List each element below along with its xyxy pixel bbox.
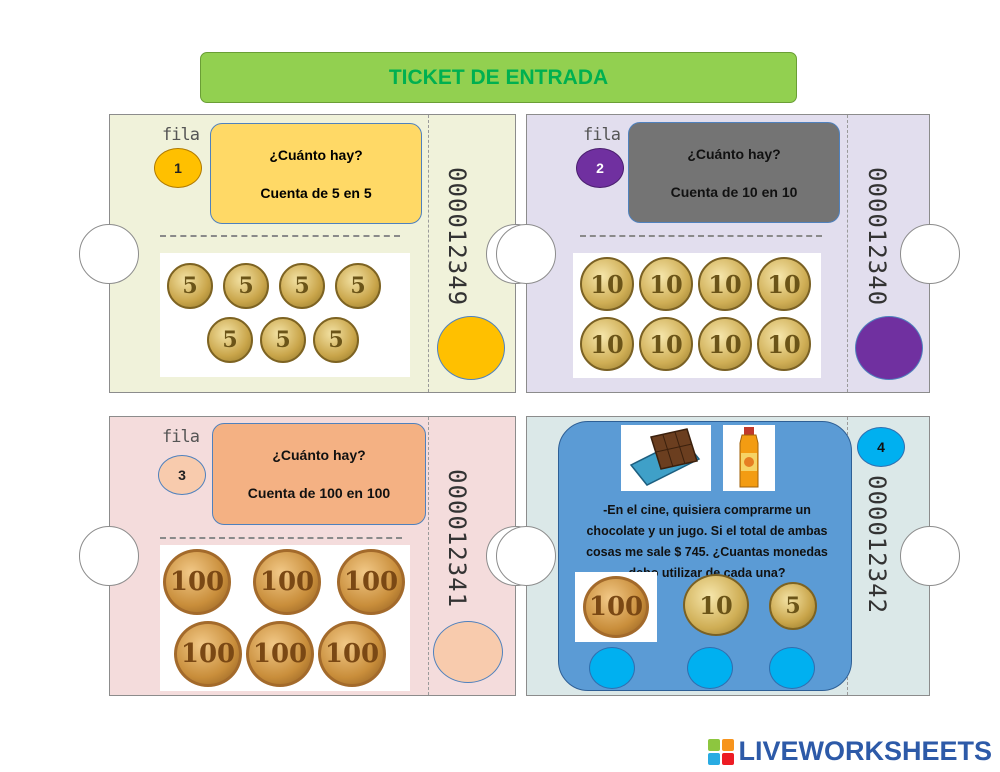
logo-grid-icon [708, 738, 735, 765]
answer-circle-10[interactable] [687, 647, 733, 689]
coin-5: 5 [313, 317, 359, 363]
answer-circle-100[interactable] [589, 647, 635, 689]
coin-5: 5 [260, 317, 306, 363]
row-label: fila [583, 125, 621, 145]
coin-100: 100 [246, 621, 314, 687]
coin-panel: 5 5 5 5 5 5 5 [160, 253, 410, 377]
instruction-text: Cuenta de 10 en 10 [670, 183, 798, 200]
ticket-notch [79, 223, 139, 284]
coin-10: 10 [639, 317, 693, 371]
coin-panel: 100 100 100 100 100 100 [160, 545, 410, 691]
page-title: TICKET DE ENTRADA [388, 65, 609, 89]
juice-image [723, 425, 775, 491]
coin-100: 100 [337, 549, 405, 615]
question-box: ¿Cuánto hay? Cuenta de 100 en 100 [212, 423, 426, 525]
coin-5: 5 [167, 263, 213, 309]
coin-10: 10 [757, 257, 811, 311]
question-text: ¿Cuánto hay? [687, 145, 781, 162]
question-text: ¿Cuánto hay? [269, 146, 363, 163]
coin-panel: 10 10 10 10 10 10 10 10 [573, 253, 821, 378]
coin-10: 10 [580, 317, 634, 371]
story-panel: -En el cine, quisiera comprarme un choco… [558, 421, 852, 691]
coin-100: 100 [253, 549, 321, 615]
coin-100: 100 [174, 621, 242, 687]
answer-circle[interactable] [433, 621, 503, 683]
ticket-number-badge: 1 [154, 148, 202, 188]
serial-number: 000012340 [863, 167, 891, 307]
question-box: ¿Cuánto hay? Cuenta de 10 en 10 [628, 122, 840, 223]
ticket-notch [496, 223, 556, 284]
chocolate-image [621, 425, 711, 491]
question-box: ¿Cuánto hay? Cuenta de 5 en 5 [210, 123, 422, 224]
coin-5: 5 [223, 263, 269, 309]
coin-5: 5 [335, 263, 381, 309]
coin-100: 100 [163, 549, 231, 615]
coin-5: 5 [207, 317, 253, 363]
ticket-number-badge: 2 [576, 148, 624, 188]
story-text: -En el cine, quisiera comprarme un choco… [586, 503, 828, 580]
coin-10: 10 [580, 257, 634, 311]
serial-number: 000012342 [863, 475, 891, 615]
ticket-number-badge: 3 [158, 455, 206, 495]
serial-number: 000012341 [443, 469, 471, 609]
coin-icon: 100 [583, 576, 649, 638]
coin-5: 5 [279, 263, 325, 309]
perforation-line [847, 115, 848, 392]
instruction-text: Cuenta de 5 en 5 [260, 184, 372, 201]
answer-circle[interactable] [437, 316, 505, 380]
chocolate-bar-icon [629, 428, 701, 486]
ticket-2: fila 2 ¿Cuánto hay? Cuenta de 10 en 10 1… [496, 114, 960, 393]
coin-icon: 10 [683, 574, 749, 636]
answer-circle-5[interactable] [769, 647, 815, 689]
dashed-divider [580, 235, 822, 237]
ticket-number-badge: 4 [857, 427, 905, 467]
ticket-notch [79, 526, 139, 586]
coin-100: 100 [318, 621, 386, 687]
row-label: fila [162, 427, 200, 447]
title-banner: TICKET DE ENTRADA [200, 52, 797, 103]
coin-10: 10 [698, 257, 752, 311]
perforation-line [428, 417, 429, 695]
coin-10: 10 [757, 317, 811, 371]
dashed-divider [160, 235, 400, 237]
coin-100-image: 100 [575, 572, 657, 642]
ticket-notch [900, 223, 960, 284]
liveworksheets-logo: LIVEWORKSHEETS [708, 736, 992, 767]
dashed-divider [160, 537, 402, 539]
ticket-4: 4 000012342 -En el cine, quisiera compra… [496, 416, 960, 696]
answer-circle[interactable] [855, 316, 923, 380]
coin-icon: 5 [769, 582, 817, 630]
coin-10: 10 [639, 257, 693, 311]
row-label: fila [162, 125, 200, 145]
serial-number: 000012349 [443, 167, 471, 307]
ticket-1: fila 1 ¿Cuánto hay? Cuenta de 5 en 5 5 5… [79, 114, 546, 393]
ticket-notch [900, 526, 960, 586]
brand-text: LIVEWORKSHEETS [738, 736, 992, 766]
juice-bottle-icon [739, 427, 759, 488]
question-text: ¿Cuánto hay? [272, 447, 366, 463]
perforation-line [428, 115, 429, 392]
ticket-3: fila 3 ¿Cuánto hay? Cuenta de 100 en 100… [79, 416, 546, 696]
instruction-text: Cuenta de 100 en 100 [247, 485, 391, 501]
coin-10: 10 [698, 317, 752, 371]
ticket-notch [496, 526, 556, 586]
